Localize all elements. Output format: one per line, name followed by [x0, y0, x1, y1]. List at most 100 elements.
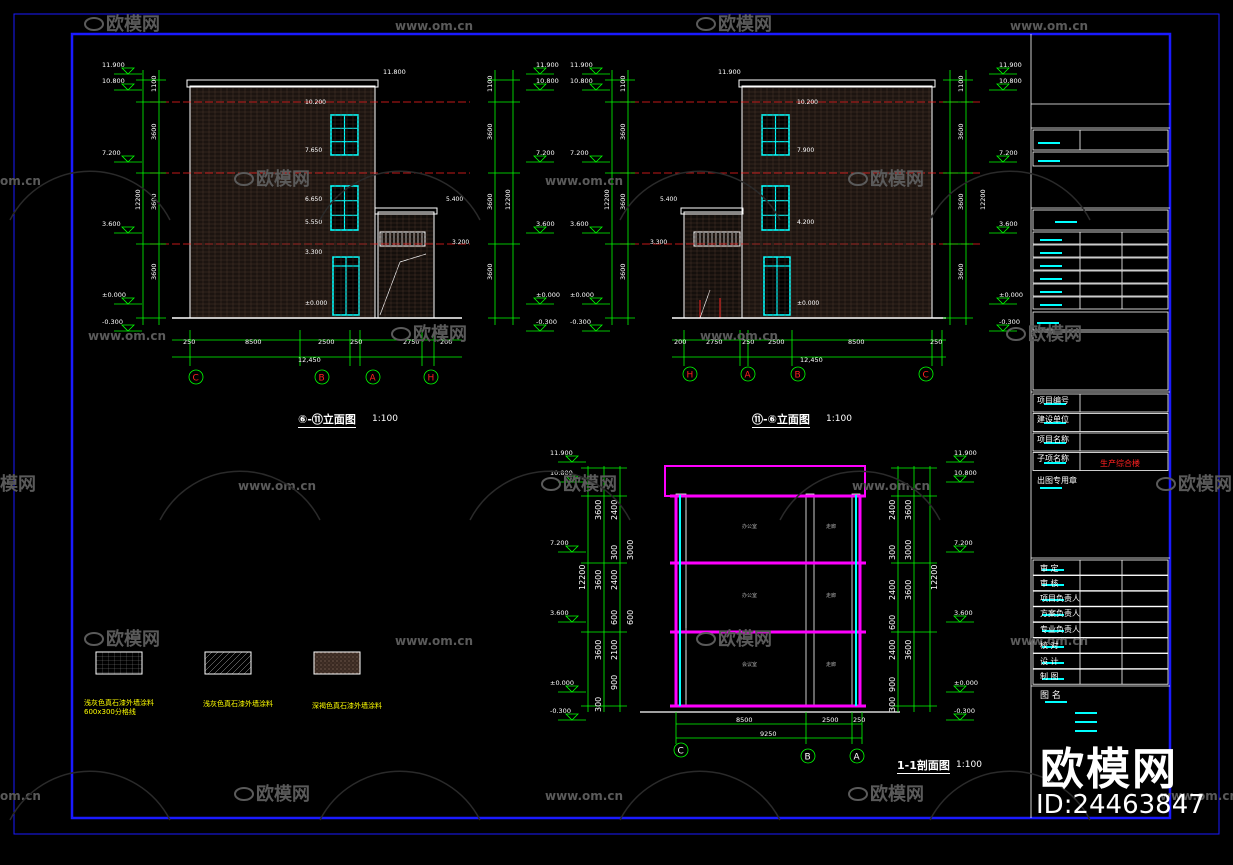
svg-text:3.600: 3.600 [536, 220, 555, 228]
svg-text:7.650: 7.650 [305, 147, 322, 154]
svg-text:8500: 8500 [848, 338, 865, 346]
svg-text:走廊: 走廊 [826, 661, 836, 668]
svg-text:11.900: 11.900 [954, 449, 977, 457]
svg-text:3600: 3600 [150, 123, 158, 140]
svg-text:欧模网: 欧模网 [870, 783, 924, 805]
svg-text:3600: 3600 [619, 193, 627, 210]
title-block [1030, 34, 1170, 818]
svg-text:10.800: 10.800 [570, 77, 593, 85]
svg-text:3600: 3600 [619, 263, 627, 280]
svg-text:2400: 2400 [888, 500, 897, 520]
legend-swatch-1 [95, 651, 143, 675]
svg-text:3600: 3600 [150, 193, 158, 210]
svg-text:C: C [678, 747, 684, 757]
svg-text:-0.300: -0.300 [102, 318, 123, 326]
svg-text:A: A [745, 371, 752, 381]
elevation-2 [605, 70, 980, 366]
annex-2 [683, 211, 743, 319]
svg-text:-0.300: -0.300 [954, 707, 975, 715]
svg-text:3.600: 3.600 [102, 220, 121, 228]
svg-text:3.600: 3.600 [954, 609, 973, 617]
svg-text:3600: 3600 [957, 263, 965, 280]
watermark-layer: 欧模网欧模网欧模网欧模网欧模网欧模网欧模网欧模网欧模网欧模网欧模网欧模网www.… [0, 13, 1233, 821]
svg-text:300: 300 [610, 545, 619, 560]
svg-text:600: 600 [626, 610, 635, 625]
svg-text:-0.300: -0.300 [570, 318, 591, 326]
svg-text:7.200: 7.200 [570, 149, 589, 157]
facade-windows [330, 114, 360, 316]
svg-text:12200: 12200 [930, 565, 939, 590]
svg-text:3600: 3600 [904, 580, 913, 600]
svg-text:B: B [805, 753, 811, 763]
svg-text:3.300: 3.300 [305, 249, 322, 256]
svg-text:-0.300: -0.300 [536, 318, 557, 326]
window [763, 256, 791, 316]
svg-text:250: 250 [853, 716, 865, 724]
svg-text:欧模网: 欧模网 [256, 783, 310, 805]
svg-text:www.om.cn: www.om.cn [395, 634, 473, 648]
svg-text:欧模网: 欧模网 [413, 323, 467, 345]
svg-text:±0.000: ±0.000 [999, 291, 1023, 299]
svg-text:11.900: 11.900 [999, 61, 1022, 69]
svg-text:欧模网: 欧模网 [718, 628, 772, 650]
svg-text:走廊: 走廊 [826, 523, 836, 530]
svg-text:11.800: 11.800 [383, 68, 406, 76]
legend-swatch-2 [204, 651, 252, 675]
svg-text:3.600: 3.600 [999, 220, 1018, 228]
svg-text:om.cn: om.cn [0, 789, 41, 803]
svg-text:2400: 2400 [610, 570, 619, 590]
svg-text:H: H [687, 371, 694, 381]
svg-text:欧模网: 欧模网 [718, 13, 772, 35]
svg-text:12200: 12200 [134, 189, 142, 210]
svg-text:2400: 2400 [888, 640, 897, 660]
svg-text:2750: 2750 [706, 338, 723, 346]
svg-text:3600: 3600 [904, 640, 913, 660]
svg-text:www.om.cn: www.om.cn [700, 329, 778, 343]
svg-text:走廊: 走廊 [826, 592, 836, 599]
svg-text:www.om.cn: www.om.cn [1010, 19, 1088, 33]
svg-text:12,450: 12,450 [800, 356, 823, 364]
svg-text:900: 900 [610, 675, 619, 690]
svg-text:10.800: 10.800 [954, 469, 977, 477]
svg-text:办公室: 办公室 [742, 523, 757, 530]
svg-text:3600: 3600 [486, 263, 494, 280]
facade-windows-2 [761, 114, 791, 316]
svg-text:3600: 3600 [619, 123, 627, 140]
svg-text:300: 300 [594, 697, 603, 712]
window [332, 256, 360, 316]
window [330, 114, 359, 156]
svg-text:5.400: 5.400 [446, 196, 463, 203]
svg-text:2400: 2400 [610, 500, 619, 520]
svg-text:3.300: 3.300 [650, 239, 667, 246]
svg-text:2750: 2750 [403, 338, 420, 346]
svg-text:12,450: 12,450 [298, 356, 321, 364]
svg-text:600: 600 [610, 610, 619, 625]
svg-text:-0.300: -0.300 [550, 707, 571, 715]
svg-text:10.800: 10.800 [999, 77, 1022, 85]
svg-text:11.900: 11.900 [570, 61, 593, 69]
svg-text:3.600: 3.600 [550, 609, 569, 617]
svg-text:2100: 2100 [610, 640, 619, 660]
svg-text:3000: 3000 [626, 540, 635, 560]
svg-text:7.200: 7.200 [536, 149, 555, 157]
svg-text:8500: 8500 [736, 716, 753, 724]
svg-text:2500: 2500 [822, 716, 839, 724]
svg-text:200: 200 [674, 338, 686, 346]
svg-text:4.200: 4.200 [797, 219, 814, 226]
svg-text:12200: 12200 [603, 189, 611, 210]
outer-frame [13, 13, 1220, 835]
svg-text:1100: 1100 [619, 75, 627, 92]
svg-text:1100: 1100 [150, 75, 158, 92]
svg-text:±0.000: ±0.000 [102, 291, 126, 299]
svg-text:模网: 模网 [0, 473, 36, 495]
svg-text:H: H [428, 374, 435, 384]
svg-text:3.200: 3.200 [452, 239, 469, 246]
svg-text:2500: 2500 [318, 338, 335, 346]
svg-text:±0.000: ±0.000 [550, 679, 574, 687]
svg-text:3600: 3600 [957, 193, 965, 210]
svg-text:3600: 3600 [486, 123, 494, 140]
svg-text:7.900: 7.900 [797, 147, 814, 154]
svg-text:欧模网: 欧模网 [870, 168, 924, 190]
svg-text:欧模网: 欧模网 [106, 13, 160, 35]
